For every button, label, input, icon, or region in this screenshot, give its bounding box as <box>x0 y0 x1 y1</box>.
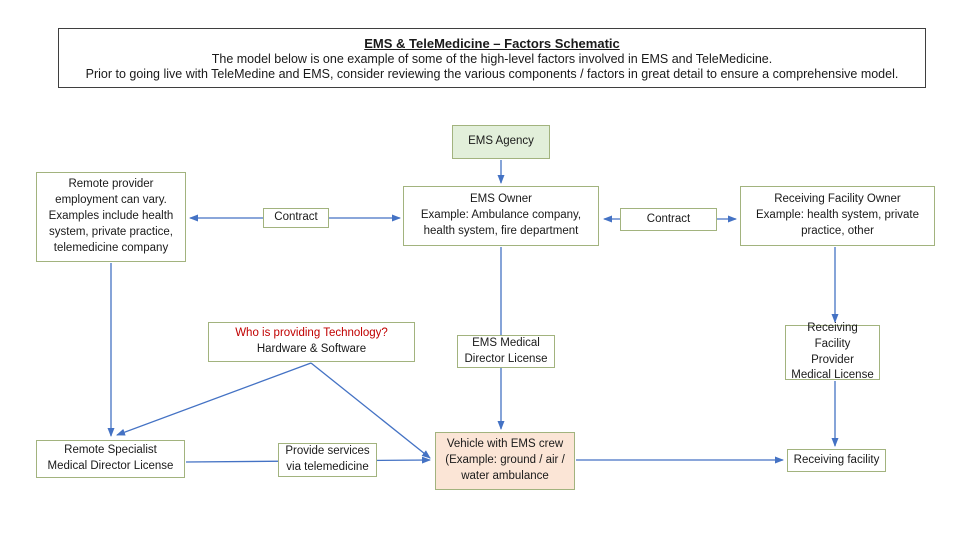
node-ems-owner: EMS Owner Example: Ambulance company, he… <box>403 186 599 246</box>
subtitle-line-1: The model below is one example of some o… <box>211 51 773 66</box>
subtitle-line-2: Prior to going live with TeleMedine and … <box>85 66 899 81</box>
node-ems-medical-director-license: EMS Medical Director License <box>457 335 555 368</box>
node-technology-provider: Who is providing Technology? Hardware & … <box>208 322 415 362</box>
node-receiving-facility-owner: Receiving Facility Owner Example: health… <box>740 186 935 246</box>
node-contract-right: Contract <box>620 208 717 231</box>
technology-question-text: Who is providing Technology? <box>235 327 388 340</box>
page-title: EMS & TeleMedicine – Factors Schematic <box>364 35 620 51</box>
node-receiving-facility-provider-license: Receiving Facility Provider Medical Lice… <box>785 322 880 381</box>
node-remote-specialist-license: Remote Specialist Medical Director Licen… <box>36 440 185 478</box>
title-banner: EMS & TeleMedicine – Factors Schematic T… <box>58 28 926 88</box>
node-ems-agency: EMS Agency <box>452 125 550 159</box>
node-contract-left: Contract <box>263 208 329 228</box>
arrow-technology-to-remote-specialist <box>116 362 312 436</box>
node-remote-provider: Remote provider employment can vary. Exa… <box>36 172 186 262</box>
technology-sub-text: Hardware & Software <box>256 343 367 355</box>
node-vehicle-ems-crew: Vehicle with EMS crew (Example: ground /… <box>435 432 575 490</box>
node-receiving-facility: Receiving facility <box>787 449 886 472</box>
node-provide-services: Provide services via telemedicine <box>278 443 377 477</box>
